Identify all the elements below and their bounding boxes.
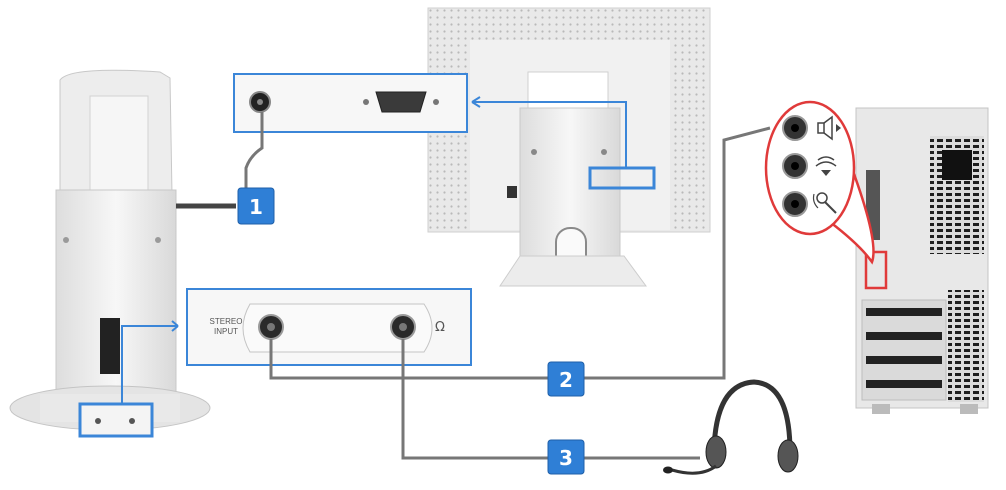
vga-port-icon xyxy=(363,91,439,113)
speaker-icon xyxy=(817,115,841,141)
leader-stand-to-stereo xyxy=(121,325,178,404)
power-cable xyxy=(244,112,264,205)
headphone-jack xyxy=(390,314,416,340)
microphone-icon xyxy=(812,192,837,214)
audio-cable-to-computer xyxy=(269,126,771,380)
badge-1-label: 1 xyxy=(249,195,263,219)
stereo-input-label-line1: STEREO xyxy=(210,317,243,326)
headphone-icon: Ω xyxy=(435,320,445,335)
monitor-rear-view xyxy=(427,7,711,287)
stand-jacks-highlight xyxy=(78,402,154,438)
power-vga-callout xyxy=(233,73,468,133)
badge-2-label: 2 xyxy=(559,368,573,392)
audio-jacks-zoom xyxy=(764,100,875,265)
callout-leaders xyxy=(121,96,627,404)
badge-1: 1 xyxy=(237,187,275,225)
stereo-input-label-line2: INPUT xyxy=(214,327,238,336)
badge-2: 2 xyxy=(547,361,585,397)
leader-monitor-to-ports xyxy=(472,101,627,168)
monitor-rear-port-highlight xyxy=(588,166,656,190)
badge-3: 3 xyxy=(547,439,585,475)
dc-power-jack-icon xyxy=(249,91,271,113)
headset xyxy=(663,379,799,475)
audio-cable-to-headset xyxy=(401,339,700,460)
computer-audio-port-highlight xyxy=(864,250,888,290)
stereo-input-jack xyxy=(258,314,284,340)
badge-3-label: 3 xyxy=(559,446,573,470)
stereo-input-callout: STEREO INPUT Ω xyxy=(186,288,472,366)
cables xyxy=(176,112,771,460)
computer-tower xyxy=(855,107,989,414)
monitor-stand-side-view xyxy=(9,69,211,438)
stand-audio-jack-panel xyxy=(100,318,120,374)
line-in-icon xyxy=(815,156,837,176)
